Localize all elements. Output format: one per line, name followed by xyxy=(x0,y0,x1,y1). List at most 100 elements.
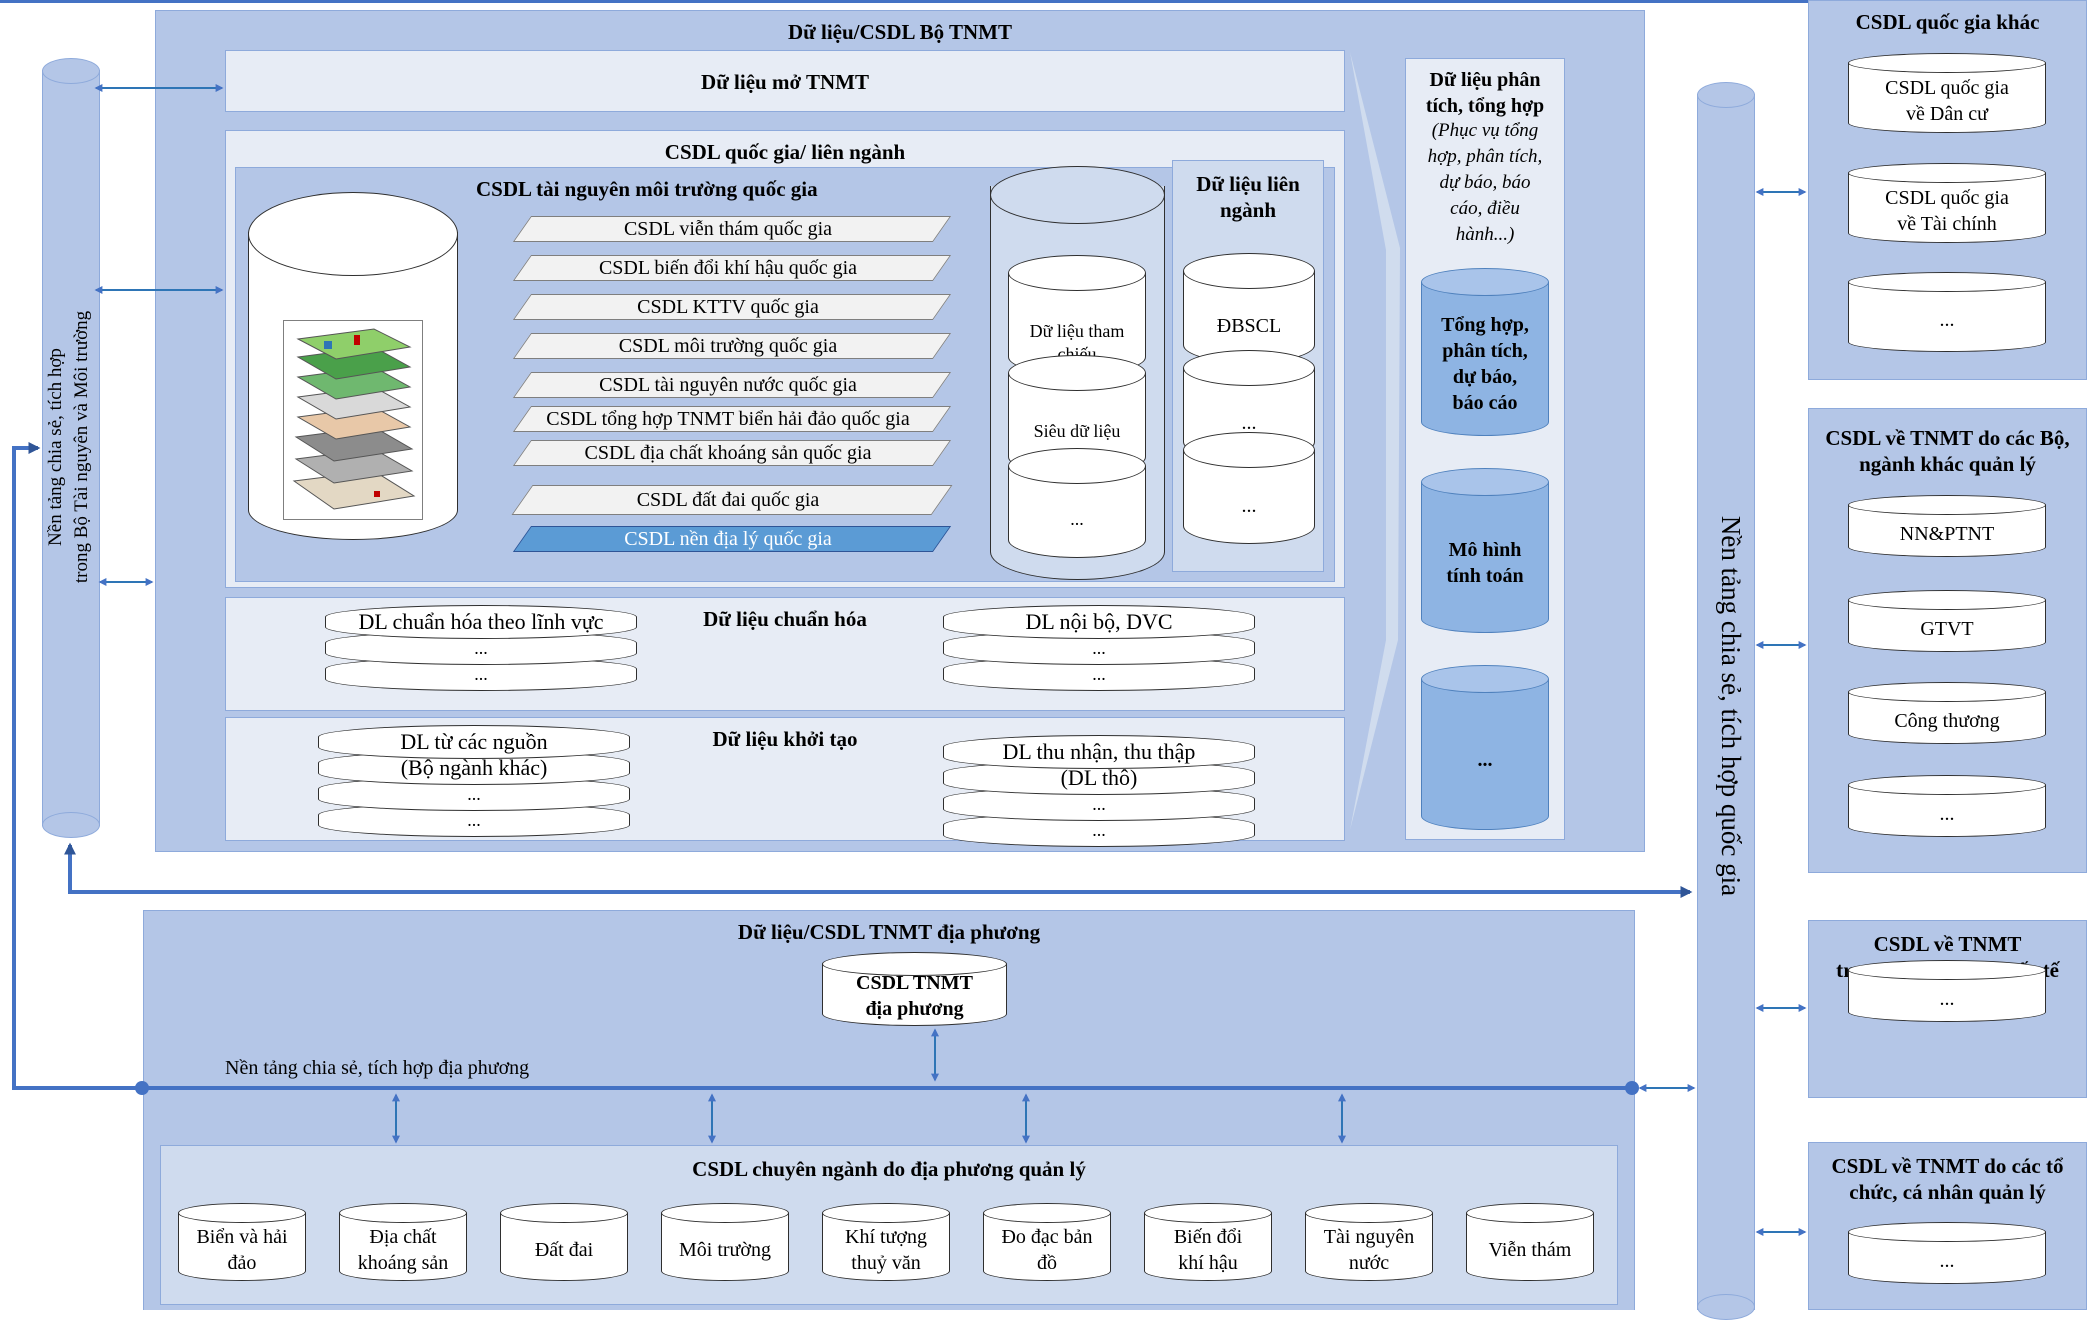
specialized-db-1-label-1: khoáng sản xyxy=(357,1252,449,1274)
regional-db-0-top xyxy=(1848,960,2046,980)
standardized-right-label-0: DL nội bộ, DVC xyxy=(1025,609,1173,634)
specialized-db-0-body xyxy=(178,1213,306,1281)
analysis-subtitle-2: hợp, phân tích, xyxy=(1427,146,1543,167)
analysis-cylinder-2-body xyxy=(1421,679,1549,830)
interbranch-stack-item-1-label-0: ... xyxy=(1241,412,1257,434)
initial-left-label-2: ... xyxy=(467,784,481,804)
layer-label-4: CSDL tài nguyên nước quốc gia xyxy=(599,374,857,396)
reference-stack-item-2-label-0: ... xyxy=(1070,509,1084,529)
analysis-subtitle-5: hành...) xyxy=(1455,224,1515,245)
analysis-subtitle-4: cáo, điều xyxy=(1450,198,1520,219)
layer-label-6: CSDL địa chất khoáng sản quốc gia xyxy=(584,442,872,464)
initial-title: Dữ liệu khởi tạo xyxy=(712,727,858,751)
ministries-db-2: Công thương xyxy=(1848,682,2046,744)
ministries-db-1-label-0: GTVT xyxy=(1920,618,1974,640)
organizations-db-0: ... xyxy=(1848,1222,2046,1284)
national-other-db-1-label-1: về Tài chính xyxy=(1897,213,1997,235)
analysis-subtitle-1: (Phục vụ tổng xyxy=(1431,120,1539,141)
local-db-line1: CSDL TNMT xyxy=(856,972,973,994)
initial-left-label-0: DL từ các nguồn xyxy=(400,729,548,754)
reference-stack-item-1-label-0: Siêu dữ liệu xyxy=(1033,421,1121,441)
ministry-title: Dữ liệu/CSDL Bộ TNMT xyxy=(787,20,1012,44)
specialized-db-6-body xyxy=(1144,1213,1272,1281)
ministries-db-0: NN&PTNT xyxy=(1848,495,2046,557)
layer-label-2: CSDL KTTV quốc gia xyxy=(637,296,819,318)
layer-label-1: CSDL biến đổi khí hậu quốc gia xyxy=(598,257,858,279)
specialized-title: CSDL chuyên ngành do địa phương quản lý xyxy=(692,1157,1086,1181)
open-data-box: Dữ liệu mở TNMT xyxy=(225,50,1345,112)
initial-right-label-0: DL thu nhận, thu thập xyxy=(1002,739,1196,764)
standardized-title: Dữ liệu chuẩn hóa xyxy=(703,607,867,631)
analysis-subtitle-3: dự báo, báo xyxy=(1439,172,1531,193)
specialized-db-3-label-0: Môi trường xyxy=(679,1239,771,1261)
national-other-db-2-top xyxy=(1848,272,2046,292)
interbranch-stack-item-2: ... xyxy=(1183,432,1315,544)
specialized-db-6-label-0: Biến đổi xyxy=(1173,1226,1243,1248)
ministries-db-2-top xyxy=(1848,682,2046,702)
ministries-db-0-body xyxy=(1848,505,2046,557)
specialized-db-7-top xyxy=(1305,1203,1433,1223)
specialized-db-8-label-0: Viễn thám xyxy=(1488,1239,1572,1261)
layer-label-3: CSDL môi trường quốc gia xyxy=(618,335,838,357)
layer-label-0: CSDL viễn thám quốc gia xyxy=(623,218,833,240)
ministries-db-1: GTVT xyxy=(1848,590,2046,652)
local-title: Dữ liệu/CSDL TNMT địa phương xyxy=(737,920,1041,944)
initial-right-label-3: ... xyxy=(1092,820,1106,840)
organizations-title-2: chức, cá nhân quản lý xyxy=(1849,1180,2046,1204)
analysis-cylinder-0: Tổng hợp,phân tích,dự báo,báo cáo xyxy=(1421,268,1549,436)
specialized-db-6-label-1: khí hậu xyxy=(1178,1252,1238,1274)
interbranch-stack-item-1-top xyxy=(1183,350,1315,386)
organizations-db-0-top xyxy=(1848,1222,2046,1242)
standardized-right-label-2: ... xyxy=(1092,664,1106,684)
specialized-db-4-top xyxy=(822,1203,950,1223)
specialized-db-1-top xyxy=(339,1203,467,1223)
specialized-db-4-label-0: Khí tượng xyxy=(845,1226,927,1248)
reference-stack-item-2: ... xyxy=(1008,448,1146,558)
national-env-title: CSDL tài nguyên môi trường quốc gia xyxy=(476,177,818,201)
specialized-db-5-body xyxy=(983,1213,1111,1281)
analysis-cylinder-0-body xyxy=(1421,282,1549,436)
standardized-right-disc-0 xyxy=(943,605,1255,639)
analysis-cylinder-1-top xyxy=(1421,468,1549,496)
standardized-left-label-2: ... xyxy=(474,664,488,684)
organizations-panel: CSDL về TNMT do các tổ chức, cá nhân quả… xyxy=(1808,1142,2087,1310)
analysis-cylinder-2-label-0: ... xyxy=(1477,748,1493,771)
analysis-cylinder-2: ... xyxy=(1421,665,1549,830)
specialized-db-2-top xyxy=(500,1203,628,1223)
analysis-cylinder-0-top xyxy=(1421,268,1549,296)
specialized-db-7-body xyxy=(1305,1213,1433,1281)
analysis-cylinder-2-top xyxy=(1421,665,1549,693)
standardized-left-label-1: ... xyxy=(474,638,488,658)
national-other-db-2-label-0: ... xyxy=(1939,309,1955,331)
analysis-cylinder-0-label-3: báo cáo xyxy=(1452,392,1518,414)
ministries-title-2: ngành khác quản lý xyxy=(1859,452,2036,476)
interbranch-stack-item-2-top xyxy=(1183,432,1315,468)
local-platform-label: Nền tảng chia sẻ, tích hợp địa phương xyxy=(225,1057,530,1079)
specialized-db-1-label-0: Địa chất xyxy=(369,1226,437,1248)
specialized-db-0-top xyxy=(178,1203,306,1223)
ministries-db-0-label-0: NN&PTNT xyxy=(1899,523,1995,545)
specialized-db-3: Môi trường xyxy=(661,1203,789,1281)
national-other-db-1-label-0: CSDL quốc gia xyxy=(1885,187,2009,209)
specialized-db-6-top xyxy=(1144,1203,1272,1223)
national-other-db-0-label-0: CSDL quốc gia xyxy=(1885,77,2009,99)
specialized-db-0-label-1: đảo xyxy=(227,1252,257,1274)
top-border xyxy=(0,0,2087,3)
regional-title-1: CSDL về TNMT xyxy=(1873,932,2022,956)
standardized-left-disc-0 xyxy=(325,605,637,639)
national-other-db-1: CSDL quốc gia về Tài chính xyxy=(1848,163,2046,243)
local-db-cylinder: CSDL TNMT địa phương xyxy=(822,952,1007,1026)
specialized-db-0: Biển và hải đảo xyxy=(178,1203,306,1281)
national-other-db-2: ... xyxy=(1848,272,2046,352)
specialized-db-0-label-0: Biển và hải xyxy=(196,1226,288,1248)
national-platform-label: Nền tảng chia sẻ, tích hợp quốc gia xyxy=(1716,515,1746,897)
standardized-right-label-1: ... xyxy=(1092,638,1106,658)
reference-stack-item-0: Dữ liệu tham chiếu xyxy=(1008,255,1146,375)
specialized-db-5-label-0: Đo đạc bản xyxy=(1001,1226,1093,1248)
ministry-platform-line2: trong Bộ Tài nguyên và Môi trường xyxy=(70,310,92,584)
specialized-db-1-body xyxy=(339,1213,467,1281)
national-other-db-0-top xyxy=(1848,53,2046,73)
layer-label-5: CSDL tổng hợp TNMT biển hải đảo quốc gia xyxy=(546,408,910,430)
